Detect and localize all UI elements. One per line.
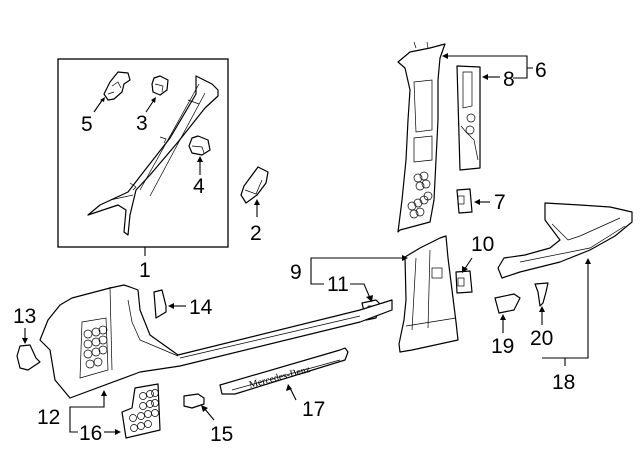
leader-17 <box>289 387 297 401</box>
arrow-6 <box>442 53 448 59</box>
arrow-16 <box>115 429 121 435</box>
callout-9: 9 <box>290 261 302 284</box>
arrow-3 <box>151 97 156 103</box>
arrow-13 <box>22 338 28 344</box>
arrow-7 <box>474 199 480 205</box>
callout-1: 1 <box>139 259 151 282</box>
arrow-10 <box>462 266 468 273</box>
callout-7: 7 <box>494 191 506 214</box>
callout-13: 13 <box>13 305 36 328</box>
part-9-b-pillar-lower-trim <box>398 235 459 353</box>
arrow-20 <box>539 306 545 312</box>
arrow-5 <box>100 97 105 102</box>
callout-18: 18 <box>552 371 575 394</box>
callout-10: 10 <box>471 233 494 256</box>
arrow-2 <box>254 199 260 205</box>
arrow-15 <box>201 405 208 412</box>
arrow-19 <box>500 314 506 320</box>
arrow-4 <box>197 156 203 162</box>
part-5-bracket <box>103 71 131 101</box>
arrow-11 <box>366 295 373 302</box>
part-13-clip <box>16 344 41 371</box>
callout-5: 5 <box>81 113 93 136</box>
part-2-clip <box>240 166 269 204</box>
arrow-17 <box>286 384 292 391</box>
callout-16: 16 <box>79 422 102 445</box>
leader-12 <box>69 394 105 417</box>
callout-2: 2 <box>250 222 262 245</box>
callout-11: 11 <box>327 273 349 296</box>
part-7-clip <box>456 188 473 214</box>
part-a-pillar-trim <box>87 75 219 236</box>
part-6-b-pillar-upper-trim <box>397 41 446 233</box>
part-18-rear-scuff-plate <box>497 202 633 279</box>
leader-5 <box>93 98 104 113</box>
arrow-18 <box>585 258 591 264</box>
leader-9 <box>310 257 404 271</box>
part-3-clip <box>151 75 169 96</box>
part-10-clip <box>455 270 473 294</box>
callout-8: 8 <box>503 68 515 91</box>
callout-17: 17 <box>302 398 325 421</box>
leader-15 <box>203 407 215 421</box>
leader-12-branch <box>69 417 78 433</box>
arrow-14 <box>168 303 174 309</box>
callout-15: 15 <box>210 423 233 446</box>
part-16-speaker-grille <box>121 383 161 439</box>
callout-19: 19 <box>491 335 514 358</box>
callout-12: 12 <box>37 406 60 429</box>
callout-3: 3 <box>136 112 148 135</box>
arrow-8 <box>482 74 488 80</box>
callout-14: 14 <box>189 296 213 319</box>
part-14-clip <box>153 289 167 319</box>
callout-20: 20 <box>530 327 553 350</box>
leader-9-branch <box>310 271 324 285</box>
leader-11 <box>350 283 371 299</box>
arrow-9 <box>402 255 408 261</box>
arrow-12 <box>101 390 107 396</box>
group-box-1 <box>57 58 229 248</box>
part-8-b-pillar-insert <box>456 65 481 171</box>
part-17-sill-plate: Mercedes-Benz <box>219 347 349 395</box>
part-12-kick-panel <box>39 284 393 399</box>
leader-6 <box>445 55 533 69</box>
part-19-clip <box>494 293 521 314</box>
leader-6-bracket <box>513 68 528 79</box>
part-15-clip <box>183 393 205 409</box>
callout-6: 6 <box>535 59 547 82</box>
callout-4: 4 <box>193 175 205 198</box>
leader-3 <box>145 99 155 113</box>
part-4-clip <box>188 135 211 156</box>
leader-18 <box>542 262 589 359</box>
part-20-clip <box>534 282 549 307</box>
